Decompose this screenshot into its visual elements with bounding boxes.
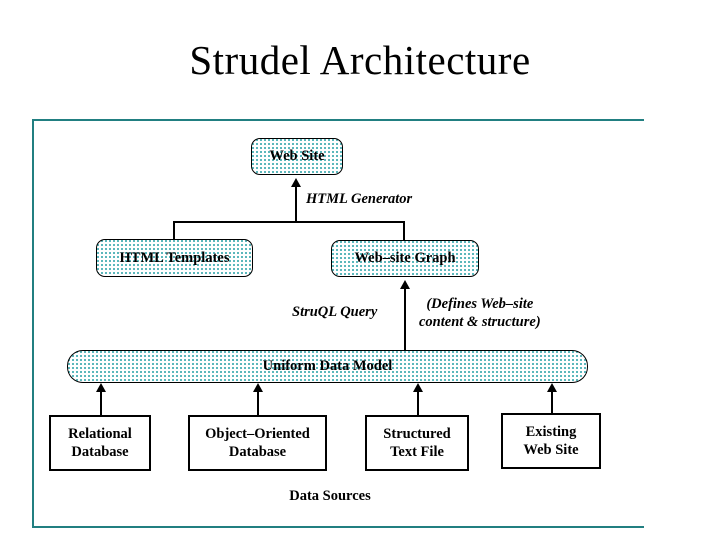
connector-source-relational xyxy=(100,391,102,415)
arrowhead-to-web-site-graph xyxy=(400,280,410,289)
arrowhead-source-relational xyxy=(96,383,106,392)
frame-top-border xyxy=(32,119,644,121)
connector-source-existing xyxy=(551,391,553,413)
arrowhead-source-existing xyxy=(547,383,557,392)
connector-stem-web-site xyxy=(295,186,297,221)
arrowhead-source-textfile xyxy=(413,383,423,392)
box-web-site-graph[interactable]: Web–site Graph xyxy=(331,240,479,277)
page-title: Strudel Architecture xyxy=(189,37,531,83)
label-data-sources: Data Sources xyxy=(289,488,371,504)
box-source-existing-web-site[interactable]: Existing Web Site xyxy=(501,413,601,469)
box-source-relational-database[interactable]: Relational Database xyxy=(49,415,151,471)
box-source-structured-text-file[interactable]: Structured Text File xyxy=(365,415,469,471)
label-struql-query: StruQL Query xyxy=(292,304,378,320)
box-web-site[interactable]: Web Site xyxy=(251,138,343,175)
box-source-object-oriented-database[interactable]: Object–Oriented Database xyxy=(188,415,327,471)
connector-source-oodb xyxy=(257,391,259,415)
frame-left-border xyxy=(32,119,34,528)
label-html-generator: HTML Generator xyxy=(306,191,413,207)
box-uniform-data-model[interactable]: Uniform Data Model xyxy=(67,350,588,383)
connector-udm-to-graph xyxy=(404,288,406,350)
connector-drop-html-templates xyxy=(173,221,175,240)
arrowhead-source-oodb xyxy=(253,383,263,392)
connector-source-textfile xyxy=(417,391,419,415)
connector-bar-generator xyxy=(173,221,404,223)
label-defines-web-site-content: (Defines Web–site content & structure) xyxy=(419,296,541,331)
arrowhead-to-web-site xyxy=(291,178,301,187)
connector-drop-web-site-graph xyxy=(403,221,405,241)
frame-bottom-border xyxy=(32,526,644,528)
box-html-templates[interactable]: HTML Templates xyxy=(96,239,253,277)
